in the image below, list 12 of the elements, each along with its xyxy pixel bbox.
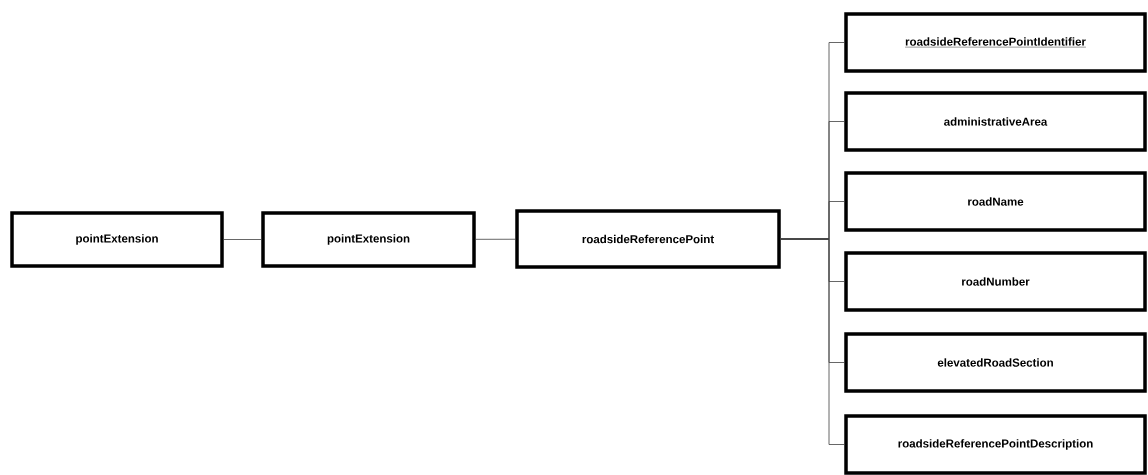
element-box: elevatedRoadSection xyxy=(844,332,1147,393)
connector-line xyxy=(223,239,262,240)
element-box: roadsideReferencePointDescription xyxy=(844,414,1147,475)
element-box: pointExtension xyxy=(10,211,224,268)
element-box: roadsideReferencePoint xyxy=(515,209,781,269)
element-box: roadName xyxy=(844,171,1147,232)
element-box: administrativeArea xyxy=(844,91,1147,152)
element-box: roadNumber xyxy=(844,251,1147,312)
element-box: roadsideReferencePointIdentifier xyxy=(844,12,1147,73)
connector-line xyxy=(780,238,845,445)
connector-line xyxy=(475,238,516,240)
element-box: pointExtension xyxy=(261,211,476,268)
